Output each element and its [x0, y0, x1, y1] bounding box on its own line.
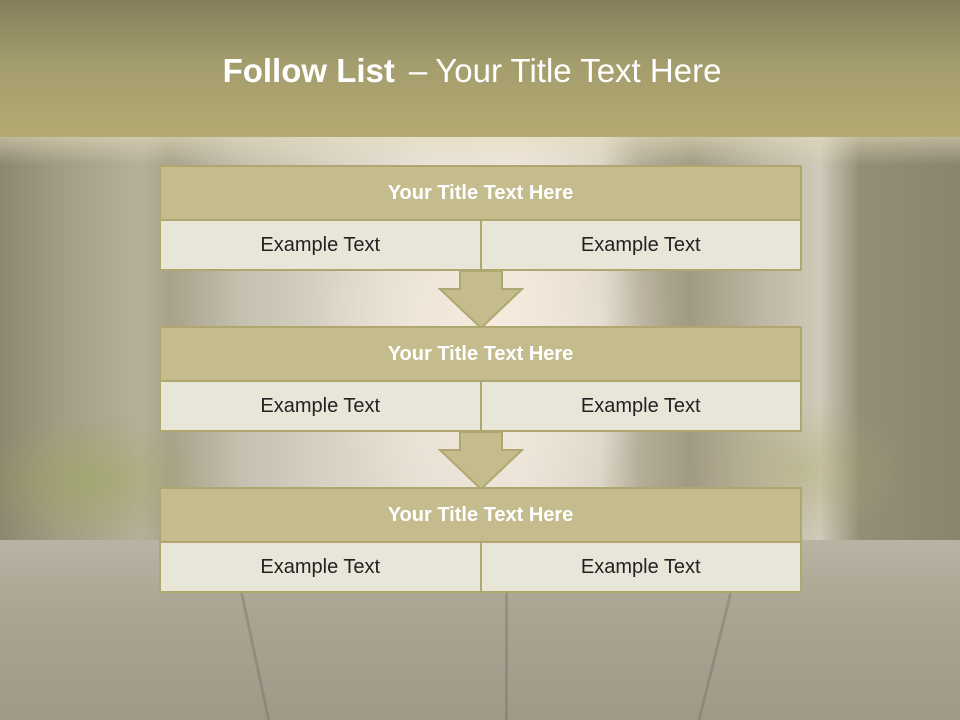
block-title: Your Title Text Here — [159, 487, 802, 543]
list-block-3: Your Title Text Here Example Text Exampl… — [159, 487, 802, 593]
title-separator: – — [408, 52, 428, 89]
block-cell-left: Example Text — [161, 221, 480, 269]
title-header — [0, 0, 960, 137]
block-row: Example Text Example Text — [159, 543, 802, 593]
title-bold: Follow List — [222, 52, 395, 89]
slide-title: Follow List–Your Title Text Here — [0, 52, 944, 90]
block-cell-left: Example Text — [161, 382, 480, 430]
deck-plank-line — [505, 540, 508, 720]
down-arrow-icon — [438, 432, 524, 490]
title-text: Your Title Text Here — [435, 52, 722, 89]
block-title: Your Title Text Here — [159, 165, 802, 221]
list-block-2: Your Title Text Here Example Text Exampl… — [159, 326, 802, 432]
block-row: Example Text Example Text — [159, 382, 802, 432]
block-row: Example Text Example Text — [159, 221, 802, 271]
list-block-1: Your Title Text Here Example Text Exampl… — [159, 165, 802, 271]
block-cell-left: Example Text — [161, 543, 480, 591]
header-band — [0, 137, 960, 165]
block-title: Your Title Text Here — [159, 326, 802, 382]
block-cell-right: Example Text — [479, 382, 800, 430]
down-arrow-icon — [438, 271, 524, 329]
block-cell-right: Example Text — [479, 543, 800, 591]
block-cell-right: Example Text — [479, 221, 800, 269]
